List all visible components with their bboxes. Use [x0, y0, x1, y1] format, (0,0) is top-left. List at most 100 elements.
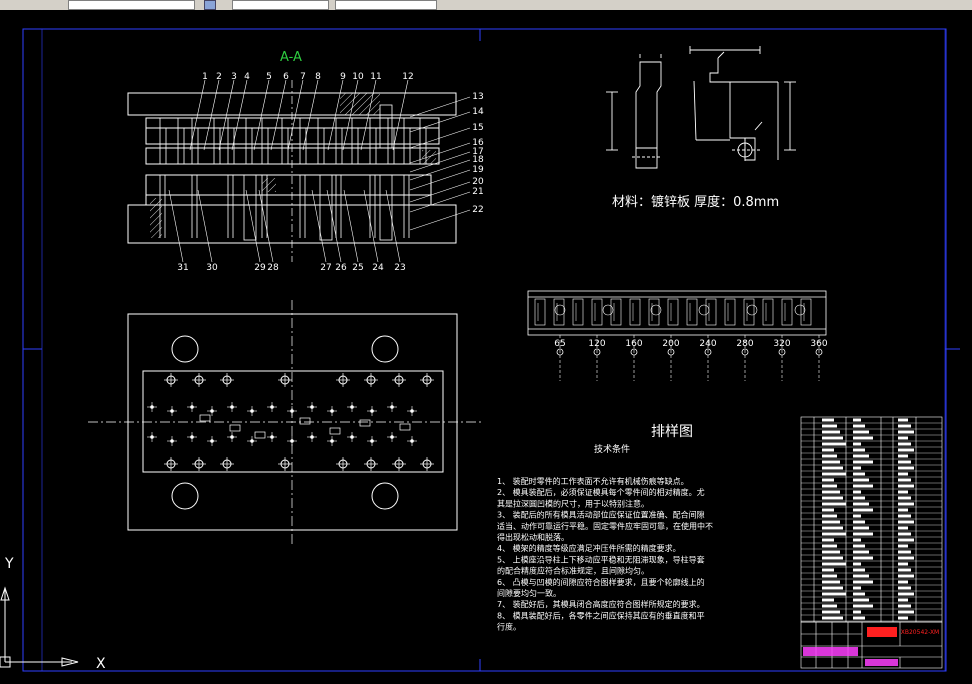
pin-hole — [246, 435, 258, 447]
bom-cell-text — [898, 460, 911, 464]
bom-cell-text — [822, 544, 837, 548]
title-block-magenta-cell — [865, 659, 898, 666]
pin-hole — [186, 431, 198, 443]
bom-cell-text — [898, 490, 908, 494]
bom-cell-text — [898, 466, 914, 470]
bom-cell-text — [898, 496, 911, 500]
screw-hole — [191, 456, 207, 472]
bom-cell-text — [822, 454, 837, 458]
punch-outline — [359, 419, 371, 427]
strip-layout-title: 排样图 — [651, 424, 693, 440]
part-number-label: 16 — [472, 138, 484, 148]
strip-station — [705, 298, 717, 326]
pin-hole — [146, 401, 158, 413]
linetype-dropdown[interactable] — [335, 0, 437, 10]
pin-hole — [306, 401, 318, 413]
bom-cell-text — [853, 556, 873, 560]
bom-cell-text — [853, 430, 869, 434]
bom-cell-text — [853, 484, 873, 488]
tech-requirement-line: 的配合精度应符合标准规定，且间隙均匀。 — [497, 566, 649, 576]
pin-hole — [166, 405, 178, 417]
bom-cell-text — [898, 484, 914, 488]
strip-station — [762, 298, 774, 326]
tech-requirement-line: 得出现松动和脱落。 — [497, 532, 569, 542]
strip-dimension-label: 65 — [554, 339, 565, 349]
part-number-label: 19 — [472, 165, 484, 175]
bom-cell-text — [853, 442, 861, 446]
strip-dimension-label: 280 — [736, 339, 753, 349]
part-number-label: 3 — [231, 72, 237, 82]
bom-cell-text — [822, 580, 840, 584]
part-number-label: 7 — [300, 72, 306, 82]
bom-cell-text — [898, 436, 908, 440]
part-number-label: 5 — [266, 72, 272, 82]
pin-hole — [346, 431, 358, 443]
bom-cell-text — [822, 550, 840, 554]
strip-layout — [527, 290, 827, 336]
pin-hole — [146, 431, 158, 443]
part-number-label: 10 — [352, 72, 364, 82]
bom-cell-text — [853, 544, 865, 548]
part-number-label: 12 — [402, 72, 413, 82]
bom-cell-text — [822, 472, 846, 476]
part-number-label: 2 — [216, 72, 222, 82]
punch-outline — [399, 423, 411, 431]
bom-cell-text — [822, 460, 840, 464]
pin-hole — [386, 401, 398, 413]
screw-hole — [419, 372, 435, 388]
pin-hole — [286, 435, 298, 447]
bom-cell-text — [822, 568, 834, 572]
bom-cell-text — [853, 562, 861, 566]
bom-cell-text — [898, 556, 914, 560]
strip-station — [781, 298, 793, 326]
bom-cell-text — [853, 604, 873, 608]
style-dropdown[interactable] — [232, 0, 329, 10]
screw-hole — [335, 456, 351, 472]
bom-cell-text — [898, 424, 911, 428]
punch-outline — [299, 417, 311, 425]
bom-cell-text — [822, 478, 834, 482]
bom-cell-text — [822, 574, 837, 578]
tech-requirement-line: 2、 模具装配后，必须保证模具每个零件间的相对精度。尤 — [497, 487, 705, 497]
toolbar-icon[interactable] — [204, 0, 216, 10]
bom-cell-text — [853, 520, 865, 524]
bom-cell-text — [853, 454, 869, 458]
punch-outline — [199, 414, 211, 422]
pin-hole — [266, 401, 278, 413]
bom-cell-text — [853, 616, 865, 620]
part-number-label: 18 — [472, 155, 484, 165]
screw-hole — [363, 456, 379, 472]
layer-dropdown[interactable] — [68, 0, 195, 10]
pin-hole — [386, 431, 398, 443]
screw-hole — [391, 456, 407, 472]
bom-cell-text — [822, 520, 840, 524]
strip-station — [629, 298, 641, 326]
pin-hole — [346, 401, 358, 413]
bom-cell-text — [898, 586, 911, 590]
bom-cell-text — [822, 436, 843, 440]
part-number-label: 13 — [472, 92, 483, 102]
pin-hole — [206, 435, 218, 447]
tech-requirement-line: 6、 凸模与凹模的间隙应符合图样要求，且要个轮廓线上的 — [497, 577, 705, 587]
bom-cell-text — [898, 526, 908, 530]
bom-cell-text — [822, 448, 834, 452]
bom-cell-text — [898, 442, 911, 446]
part-number-label: 17 — [472, 147, 483, 157]
part-number-label: 8 — [315, 72, 321, 82]
bom-cell-text — [853, 424, 865, 428]
ucs-axis-icon — [0, 586, 79, 668]
screw-hole — [391, 372, 407, 388]
bom-cell-text — [853, 598, 869, 602]
part-number-label: 4 — [244, 72, 250, 82]
part-number-label: 25 — [352, 263, 363, 273]
tech-requirement-line: 其是拉深圆凹模的尺寸，用于以特别注意。 — [497, 498, 649, 508]
bom-cell-text — [822, 490, 840, 494]
bom-cell-text — [822, 418, 834, 422]
strip-station — [686, 298, 698, 326]
bom-cell-text — [822, 598, 834, 602]
bom-cell-text — [822, 610, 840, 614]
pin-hole — [366, 435, 378, 447]
pin-hole — [366, 405, 378, 417]
